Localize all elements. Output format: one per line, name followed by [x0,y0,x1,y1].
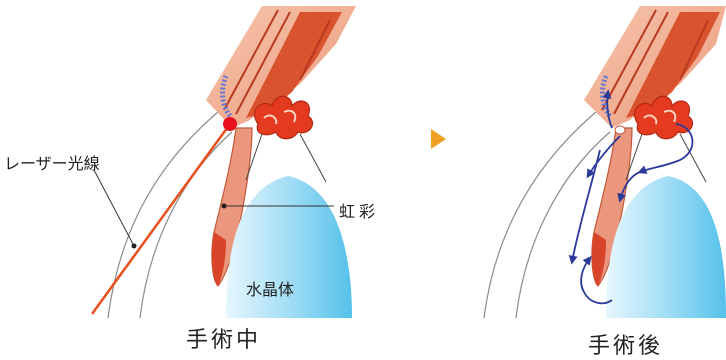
eye-diagram-during [92,6,356,318]
transition-arrow-icon [431,129,446,149]
laser-target-dot [223,117,237,131]
iris-leader-dot [222,204,227,209]
iris-label: 虹彩 [339,198,379,222]
eye-diagram-after [484,6,726,318]
lens-label: 水晶体 [246,276,294,300]
zonule-fibers [246,134,326,182]
laser-beam [92,124,230,314]
caption-during-surgery: 手術中 [186,322,261,354]
caption-after-surgery: 手術後 [588,328,663,360]
laser-label: レーザー光線 [4,150,100,174]
zonule-fibers-after [626,134,706,182]
laser-leader-line [94,170,134,246]
iris-opening [615,126,625,134]
cornea-outer-line-after [484,112,596,318]
laser-leader-dot [132,244,137,249]
